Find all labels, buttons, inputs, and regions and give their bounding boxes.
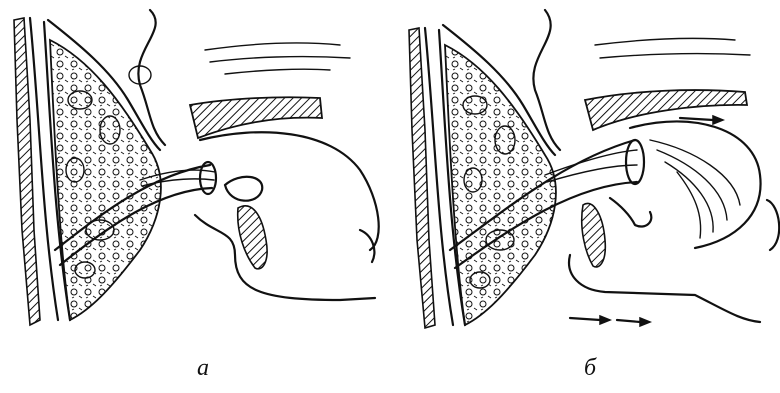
panel-b-muscle: [582, 203, 606, 267]
panel-a-label: а: [197, 356, 209, 380]
panel-b-skull-wall: [409, 28, 435, 328]
panel-b-palate: [585, 90, 747, 130]
panel-a-spongy-bone: [50, 40, 161, 320]
panel-b-drawing: [409, 10, 779, 328]
panel-a-drawing: [14, 10, 379, 325]
panel-b-label: б: [584, 356, 596, 380]
panel-a-muscle: [238, 206, 267, 269]
panel-a-skull-wall: [14, 18, 40, 325]
